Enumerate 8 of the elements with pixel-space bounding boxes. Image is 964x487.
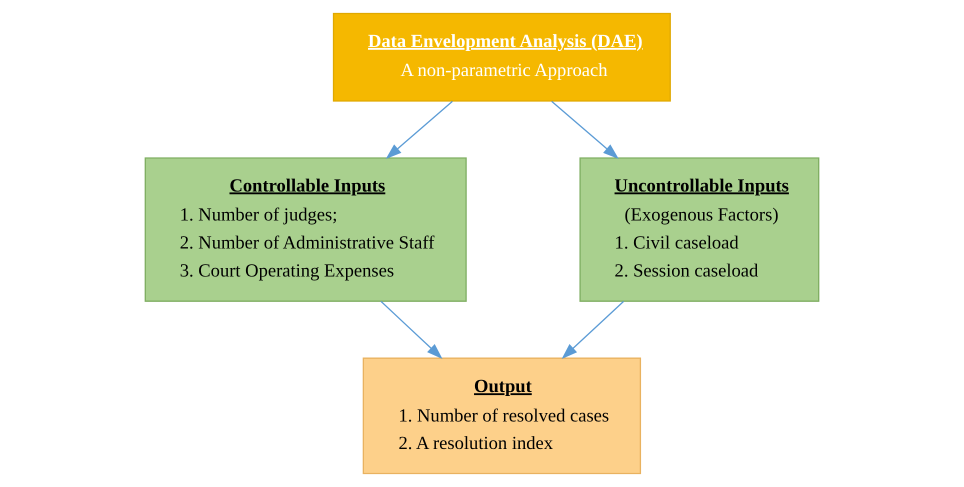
arrow — [380, 300, 443, 359]
arrow — [386, 100, 453, 160]
node-box: Uncontrollable Inputs (Exogenous Factors) 1. Civil caseload 2. Session caseload — [579, 157, 820, 302]
node-box: Data Envelopment Analysis (DAE) A non-parametric Approach — [332, 12, 671, 102]
arrow — [562, 300, 624, 359]
node-box: Controllable Inputs 1. Number of judges; 2. Number of Administrative Staff 3. Court Operating Expenses — [144, 157, 467, 302]
arrow — [551, 100, 619, 160]
node-box: Output 1. Number of resolved cases 2. A resolution index — [362, 358, 642, 474]
